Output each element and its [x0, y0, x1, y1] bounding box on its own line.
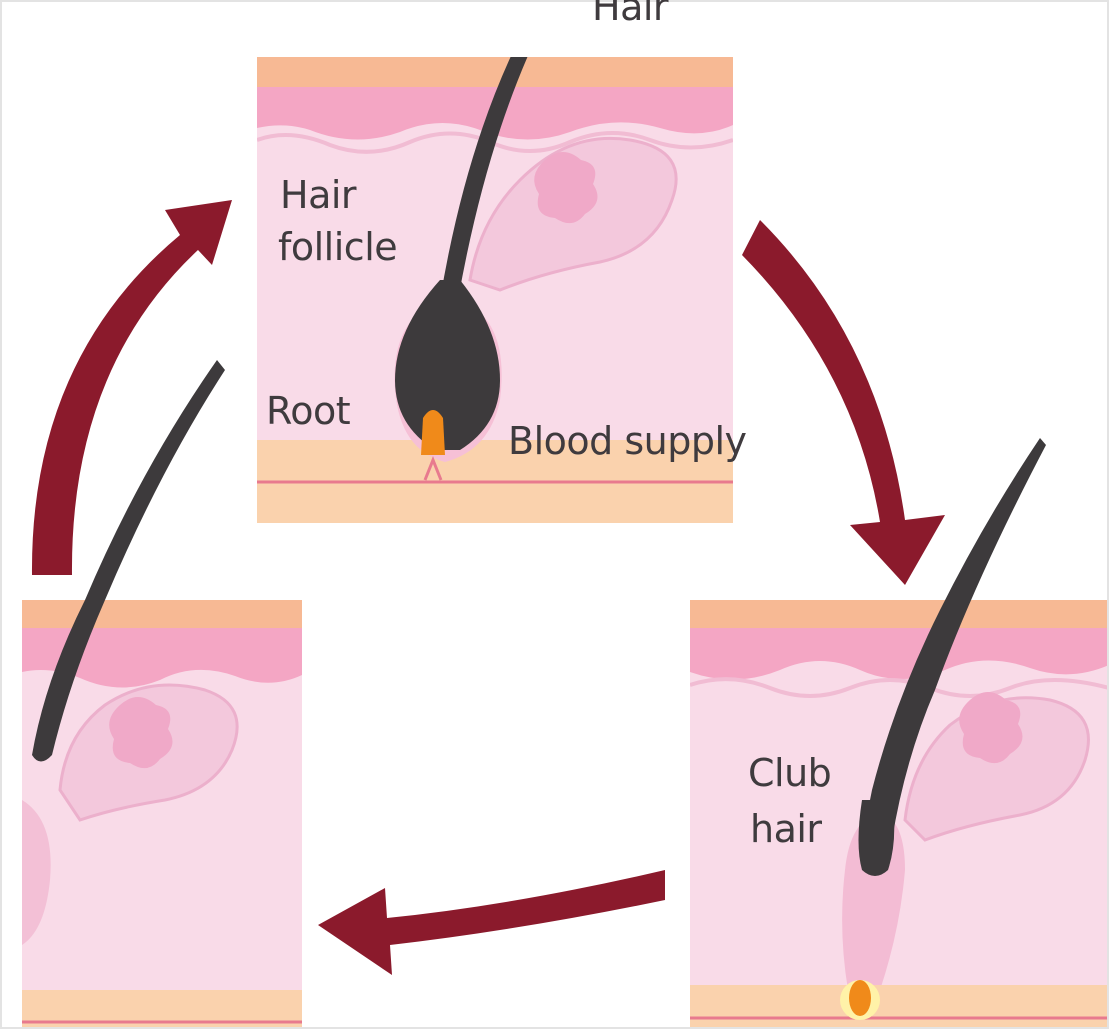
- label-club-hair-line1: Club: [748, 750, 831, 796]
- cycle-arrow-icon: [318, 870, 665, 975]
- label-hair-follicle-line2: follicle: [278, 224, 397, 270]
- epidermis-layer: [690, 628, 1109, 680]
- dermal-papilla: [849, 980, 871, 1016]
- label-club-hair-line2: hair: [750, 806, 822, 852]
- cycle-arrow-icon: [742, 220, 945, 585]
- club-hair-bulb: [859, 800, 895, 876]
- label-hair-follicle-line1: Hair: [280, 172, 356, 218]
- label-hair: Hair: [592, 0, 668, 30]
- fat-layer: [690, 985, 1109, 1029]
- skin-surface-layer: [690, 600, 1109, 628]
- skin-surface-layer: [257, 57, 733, 87]
- label-root: Root: [266, 388, 350, 434]
- label-blood-supply: Blood supply: [508, 418, 747, 464]
- dermal-papilla: [421, 410, 445, 455]
- skin-surface-layer: [22, 600, 302, 628]
